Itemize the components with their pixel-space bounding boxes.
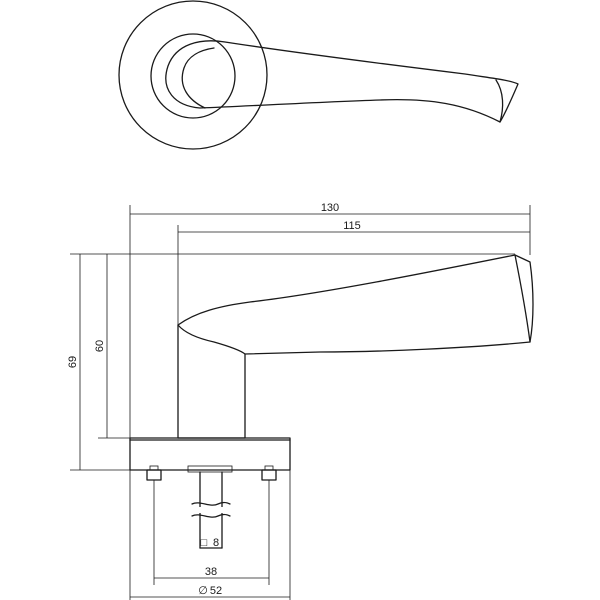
square-symbol: □ (201, 537, 208, 549)
spindle-size-label: 8 (213, 537, 219, 549)
rose-plate (129, 437, 291, 471)
screw-stem-left (149, 465, 159, 471)
dimension-69-label: 69 (67, 356, 79, 368)
lever-top-outline (165, 40, 519, 123)
side-view (129, 254, 534, 549)
screw-head-left (146, 469, 162, 481)
dimension-labels: 130 115 69 60 38 □ 8 ∅ 52 (67, 202, 361, 597)
spindle-collar (187, 465, 233, 473)
rose-diameter-label: 52 (210, 585, 222, 597)
lever-top-neck (181, 47, 215, 109)
rose-outer-circle (118, 0, 268, 150)
rose-inner-circle (150, 33, 236, 119)
lever-side-outline (177, 254, 534, 439)
screw-stem-right (264, 465, 274, 471)
dimension-115-label: 115 (343, 220, 361, 232)
dimension-130-label: 130 (321, 202, 339, 214)
dimension-60-label: 60 (94, 340, 106, 352)
top-view (118, 0, 519, 150)
spindle-break-gap (194, 507, 228, 513)
lever-side-tip-curve (514, 254, 531, 343)
dimension-lines (70, 205, 531, 600)
screw-head-right (261, 469, 277, 481)
diameter-symbol: ∅ (198, 585, 208, 597)
spindle-break-bottom (191, 513, 231, 518)
dimension-38-label: 38 (205, 566, 217, 578)
lever-top-tip-bevel (495, 79, 504, 123)
lever-side-neck-curve (177, 324, 246, 355)
spindle-break-top (191, 501, 231, 506)
